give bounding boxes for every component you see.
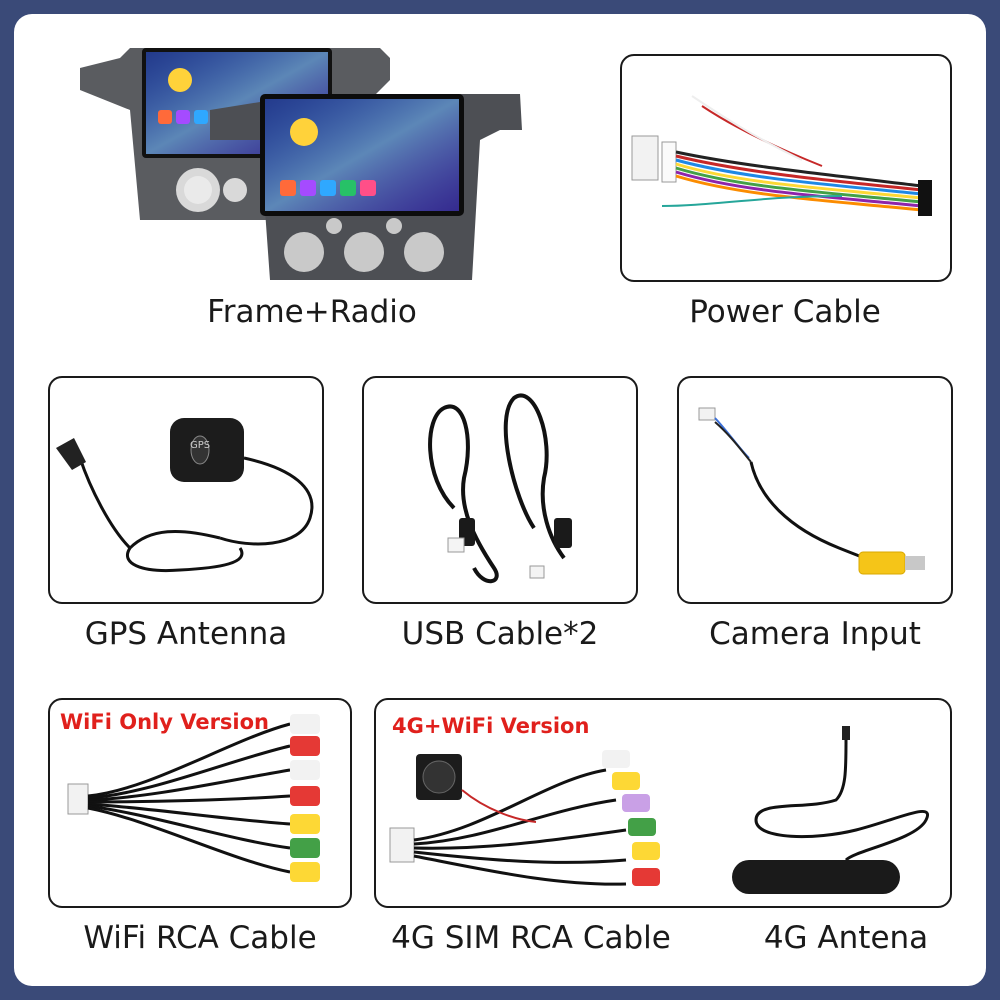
usb-cable-box	[362, 376, 638, 604]
rca-cable-icon	[67, 714, 320, 882]
rca-cable-fan-icon	[389, 750, 660, 886]
camera-input-box	[677, 376, 953, 604]
frame-radio-image	[60, 40, 540, 290]
gps-device-text: GPS	[190, 440, 211, 451]
4g-wifi-version-tag: 4G+WiFi Version	[392, 714, 590, 738]
camera-input-label: Camera Input	[709, 616, 921, 652]
wifi-only-version-tag: WiFi Only Version	[60, 710, 269, 734]
car-radio-frame-icon	[80, 48, 522, 280]
usb-cable-label: USB Cable*2	[401, 616, 599, 652]
4g-antena-label: 4G Antena	[763, 920, 929, 956]
power-cable-label: Power Cable	[689, 294, 881, 330]
4g-bundle-box: 4G+WiFi Version	[374, 698, 952, 908]
wifi-rca-cable-box: WiFi Only Version	[48, 698, 352, 908]
frame-radio-label: Frame+Radio	[207, 294, 417, 330]
gps-antenna-label: GPS Antenna	[84, 616, 288, 652]
wifi-rca-cable-label: WiFi RCA Cable	[83, 920, 317, 956]
gps-antenna-box: GPS	[48, 376, 324, 604]
rca-camera-cable-icon	[698, 407, 925, 575]
power-cable-box	[620, 54, 952, 282]
usb-cable-icon	[428, 393, 572, 584]
wire-harness-icon	[631, 95, 932, 216]
4g-sim-rca-cable-label: 4G SIM RCA Cable	[391, 920, 671, 956]
gps-antenna-icon	[56, 418, 314, 573]
